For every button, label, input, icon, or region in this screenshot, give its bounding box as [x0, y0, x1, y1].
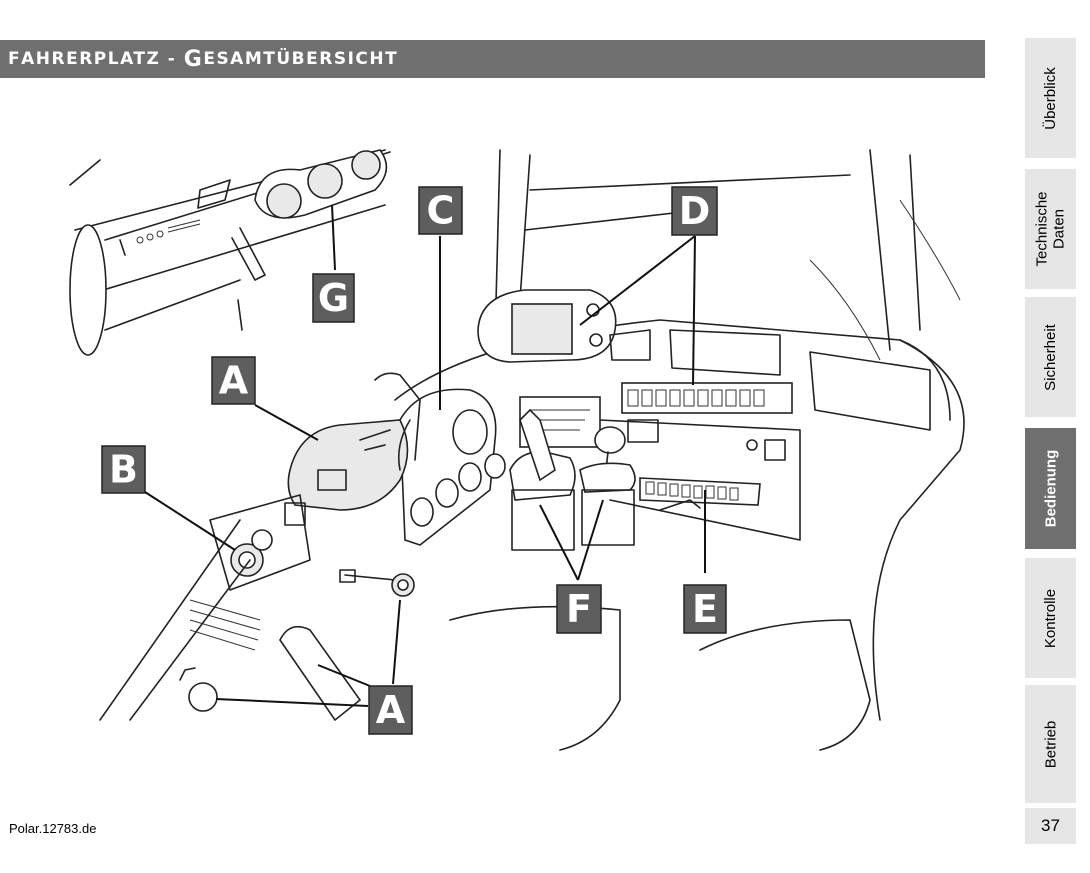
tab-ueberblick[interactable]: Überblick — [1025, 38, 1076, 158]
tab-technische-daten[interactable]: Technische Daten — [1025, 169, 1076, 289]
callout-a-bottom: A — [368, 685, 413, 735]
callout-a-top: A — [211, 356, 256, 405]
title-part: - — [160, 49, 184, 69]
tab-label: Technische Daten — [1033, 191, 1068, 267]
callout-f: F — [556, 584, 602, 634]
callout-a-top-text: A — [219, 359, 249, 403]
callout-c-text: C — [427, 189, 455, 233]
tab-label: Überblick — [1042, 66, 1059, 130]
callout-b: B — [101, 445, 146, 494]
leader-lines — [144, 204, 706, 707]
title-part: G — [183, 46, 204, 72]
callout-g-text: G — [318, 276, 349, 320]
tab-label: Sicherheit — [1042, 323, 1060, 391]
tab-betrieb[interactable]: Betrieb — [1025, 685, 1076, 803]
callout-f-text: F — [566, 587, 592, 631]
callout-e-text: E — [692, 587, 718, 631]
tab-label: Kontrolle — [1042, 588, 1060, 648]
title-part: AHRERPLATZ — [21, 49, 161, 69]
footer-source: Polar.12783.de — [9, 821, 97, 836]
callout-b-text: B — [109, 448, 138, 492]
callout-d-text: D — [679, 189, 711, 233]
callout-d: D — [671, 186, 718, 236]
callout-g: G — [312, 273, 355, 323]
cab-drawing — [69, 149, 965, 751]
tab-sicherheit[interactable]: Sicherheit — [1025, 297, 1076, 417]
page-number: 37 — [1025, 808, 1076, 844]
title-part: ESAMTÜBERSICHT — [203, 49, 399, 69]
tab-bedienung[interactable]: Bedienung — [1025, 428, 1076, 549]
callout-a-bottom-text: A — [376, 688, 406, 732]
tab-label: Betrieb — [1042, 720, 1059, 768]
cab-illustration: G C D A B F E A — [69, 149, 965, 751]
callout-c: C — [418, 186, 463, 235]
title-part: F — [8, 49, 22, 69]
tab-kontrolle[interactable]: Kontrolle — [1025, 558, 1076, 678]
callout-e: E — [683, 584, 727, 634]
tab-label: Bedienung — [1042, 449, 1059, 528]
